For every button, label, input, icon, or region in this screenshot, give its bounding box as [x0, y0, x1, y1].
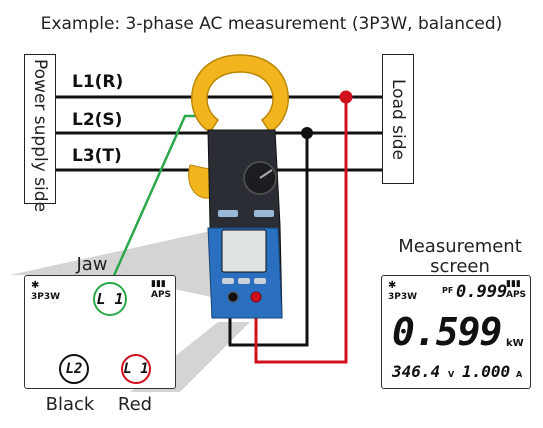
aps-label: APS: [151, 290, 172, 300]
red-lead-node: [339, 90, 353, 104]
current-unit: A: [516, 370, 523, 379]
measurement-screen-caption-line1: Measurement: [398, 236, 522, 257]
clamp-meter: [188, 54, 289, 319]
jaw-phase-indicator: L 1: [93, 282, 127, 316]
main-power-unit: kW: [506, 338, 524, 349]
mode-label: 3P3W: [31, 292, 61, 302]
load-side-box: Load side: [382, 54, 414, 184]
diagram-title: Example: 3-phase AC measurement (3P3W, b…: [40, 14, 503, 34]
bluetooth-icon: ✱: [388, 280, 397, 291]
red-lead-phase-indicator: L 1: [121, 354, 151, 384]
voltage-unit: V: [448, 370, 455, 379]
bluetooth-icon: ✱: [31, 280, 40, 291]
battery-icon: ▮▮▮: [506, 279, 521, 289]
voltage-value: 346.4: [392, 362, 441, 381]
black-lead-caption: Black: [45, 394, 95, 415]
red-lead-caption: Red: [117, 394, 153, 415]
line-label-l1: L1(R): [72, 72, 124, 92]
battery-icon: ▮▮▮: [151, 279, 166, 289]
mode-label: 3P3W: [388, 292, 418, 302]
measurement-lcd-screen: ✱ 3P3W ▮▮▮ APS PF 0.999 0.599 kW 346.4 V…: [381, 275, 531, 389]
jaw-caption: Jaw: [76, 254, 108, 275]
pf-value: 0.999: [456, 282, 508, 302]
red-lead-wire: [254, 97, 348, 364]
line-label-l2: L2(S): [72, 110, 123, 130]
load-side-label: Load side: [388, 79, 408, 161]
current-value: 1.000: [462, 362, 511, 381]
clamp-jaw: [191, 54, 289, 133]
black-lead-phase-indicator: L2: [59, 354, 89, 384]
line-label-l3: L3(T): [72, 146, 122, 166]
pf-label: PF: [442, 286, 454, 295]
jaw-lcd-screen: ✱ 3P3W ▮▮▮ APS L 1 L2 L 1: [24, 275, 176, 389]
aps-label: APS: [506, 290, 527, 300]
measurement-screen-caption-line2: screen: [430, 256, 490, 277]
power-supply-side-label: Power supply side: [30, 59, 50, 213]
main-power-value: 0.599: [392, 310, 502, 354]
power-supply-side-box: Power supply side: [24, 54, 56, 212]
black-lead-node: [301, 127, 313, 139]
